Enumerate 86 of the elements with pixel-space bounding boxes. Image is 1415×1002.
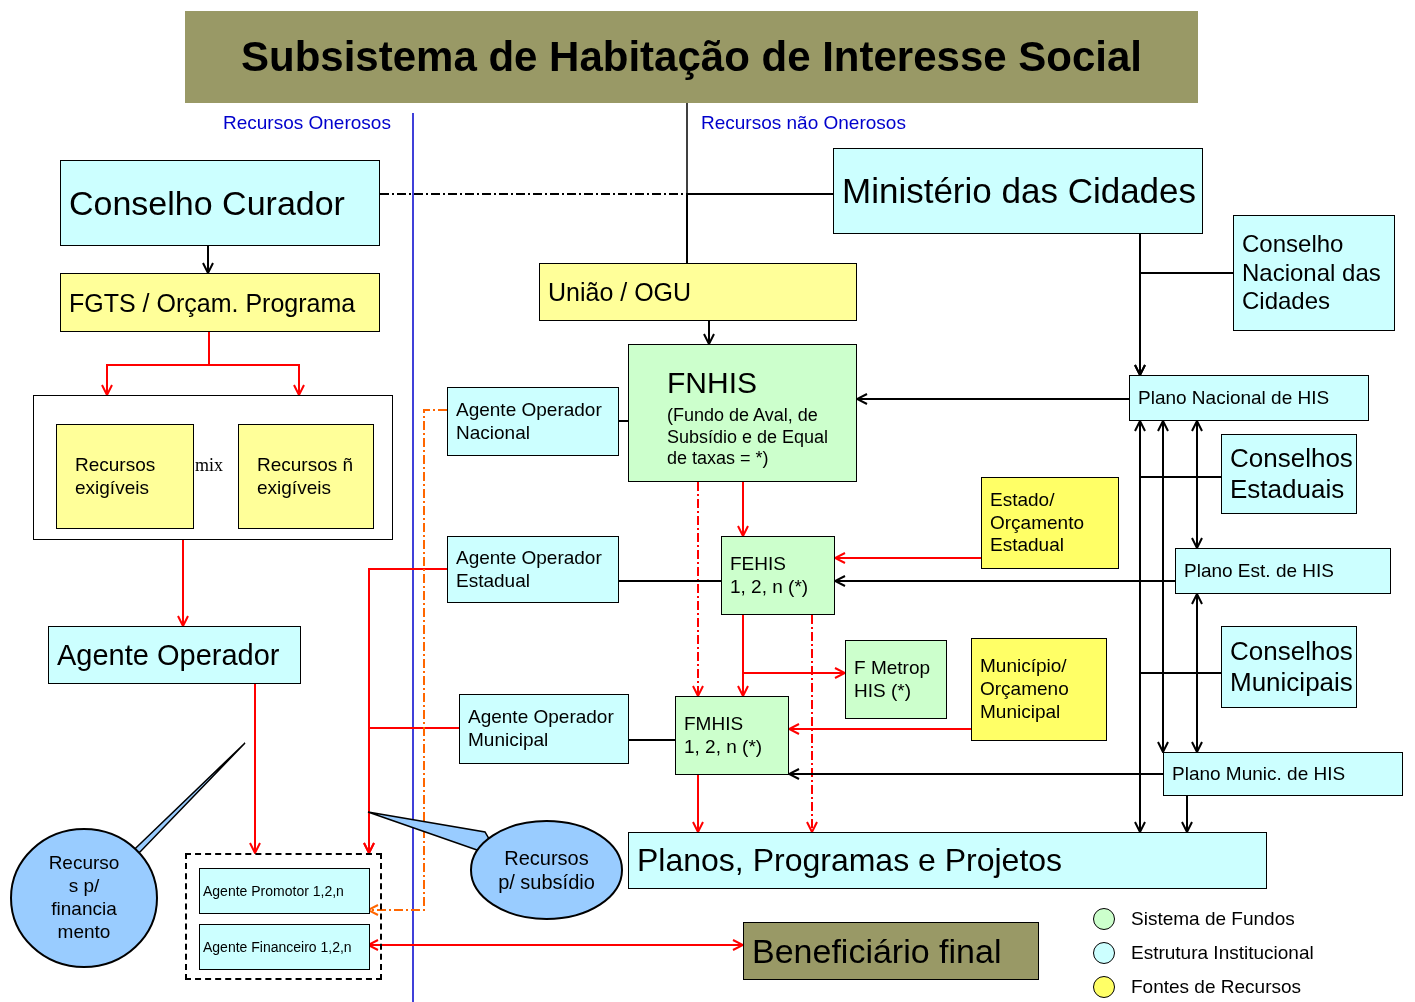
process-box (199, 924, 370, 970)
process-box (1129, 375, 1369, 421)
box-label: Beneficiário final (752, 930, 1003, 972)
connector-arrow (788, 723, 972, 735)
box-label: (Fundo de Aval, de Subsídio e de Equal de taxas = *) (667, 405, 830, 470)
legend-label: Sistema de Fundos (1131, 908, 1295, 930)
box-label: Conselho Curador (69, 182, 346, 224)
process-box (675, 696, 789, 775)
box-label: Agente Promotor 1,2,n (203, 882, 345, 900)
connector-arrow (692, 774, 704, 833)
process-box (628, 832, 1267, 889)
box-label: Plano Nacional de HIS (1138, 386, 1331, 410)
process-box (981, 477, 1119, 569)
legend-label: Estrutura Institucional (1131, 942, 1314, 964)
connector-arrow (703, 320, 715, 345)
connector-arrow (249, 683, 261, 854)
box-label: Plano Est. de HIS (1184, 559, 1335, 583)
connector-arrow (1191, 593, 1203, 753)
process-box (447, 387, 619, 456)
process-box (1175, 548, 1391, 594)
process-box (1163, 752, 1403, 796)
box-label: F Metrop HIS (*) (854, 656, 932, 703)
connector-arrow (1134, 272, 1234, 376)
process-box (238, 424, 374, 529)
process-box (628, 344, 857, 482)
box-label: FMHIS (684, 712, 745, 736)
connector-arrow (1157, 420, 1169, 753)
process-box (1221, 434, 1357, 514)
box-label: Município/ Orçameno Municipal (980, 655, 1070, 724)
title-banner: Subsistema de Habitação de Interesse Social (185, 11, 1198, 103)
process-box (833, 148, 1203, 234)
connector-arrow (1191, 420, 1203, 549)
box-label: Recursos p/ subsídio (497, 846, 596, 894)
process-box (199, 868, 370, 914)
process-box (539, 263, 857, 321)
box-label: Agente Operador Municipal (468, 706, 615, 752)
connector-arrow (202, 245, 214, 274)
group-box (33, 395, 393, 540)
box-label: Recurso s p/ financia mento (47, 852, 121, 944)
section-label: Recursos não Onerosos (701, 112, 906, 134)
process-box (447, 536, 619, 603)
box-label: Plano Munic. de HIS (1172, 762, 1347, 786)
connector-arrow (806, 614, 818, 833)
box-label: Agente Operador (57, 637, 281, 673)
box-label: Conselho Nacional das Cidades (1242, 229, 1382, 317)
box-label: Estado/ Orçamento Estadual (990, 488, 1085, 558)
result-box (743, 922, 1039, 980)
box-label: Ministério das Cidades (842, 170, 1194, 212)
box-label: Planos, Programas e Projetos (637, 841, 1064, 880)
connector-arrow (834, 552, 982, 564)
connector-arrow (737, 481, 749, 537)
box-label: FGTS / Orçam. Programa (69, 287, 357, 318)
connector-arrow (1181, 795, 1193, 833)
connector-arrow (742, 614, 846, 679)
process-box (971, 638, 1107, 741)
connector-arrow (788, 768, 1164, 780)
process-box (1221, 626, 1357, 708)
process-box (721, 536, 835, 615)
connector-arrow (208, 331, 305, 396)
section-label: Recursos Onerosos (223, 112, 391, 134)
process-box (56, 424, 194, 529)
box-label: Recursos exigíveis (75, 453, 157, 500)
process-box (60, 160, 380, 246)
box-label: 1, 2, n (*) (684, 735, 764, 759)
connector-arrow (363, 727, 460, 854)
box-label: 1, 2, n (*) (730, 575, 810, 599)
process-box (845, 640, 947, 719)
box-label: FNHIS (667, 365, 758, 401)
connector-arrow (692, 481, 704, 697)
group-box (185, 853, 382, 980)
connector-arrow (1134, 420, 1146, 833)
box-label: União / OGU (548, 277, 693, 307)
legend-label: Fontes de Recursos (1131, 976, 1302, 998)
box-label: Agente Operador Estadual (456, 546, 603, 593)
box-label: Agente Financeiro 1,2,n (203, 938, 353, 956)
connector-label: mix (195, 455, 223, 476)
box-label: Agente Operador Nacional (456, 398, 603, 445)
process-box (459, 694, 629, 764)
process-box (1233, 215, 1395, 331)
process-box (60, 273, 380, 332)
connector-arrow (834, 575, 1176, 587)
process-box (48, 626, 301, 684)
box-label: FEHIS (730, 552, 787, 576)
box-label: Recursos ñ exigíveis (257, 453, 355, 500)
connector-arrow (856, 393, 1130, 405)
connector-arrow (177, 539, 189, 627)
